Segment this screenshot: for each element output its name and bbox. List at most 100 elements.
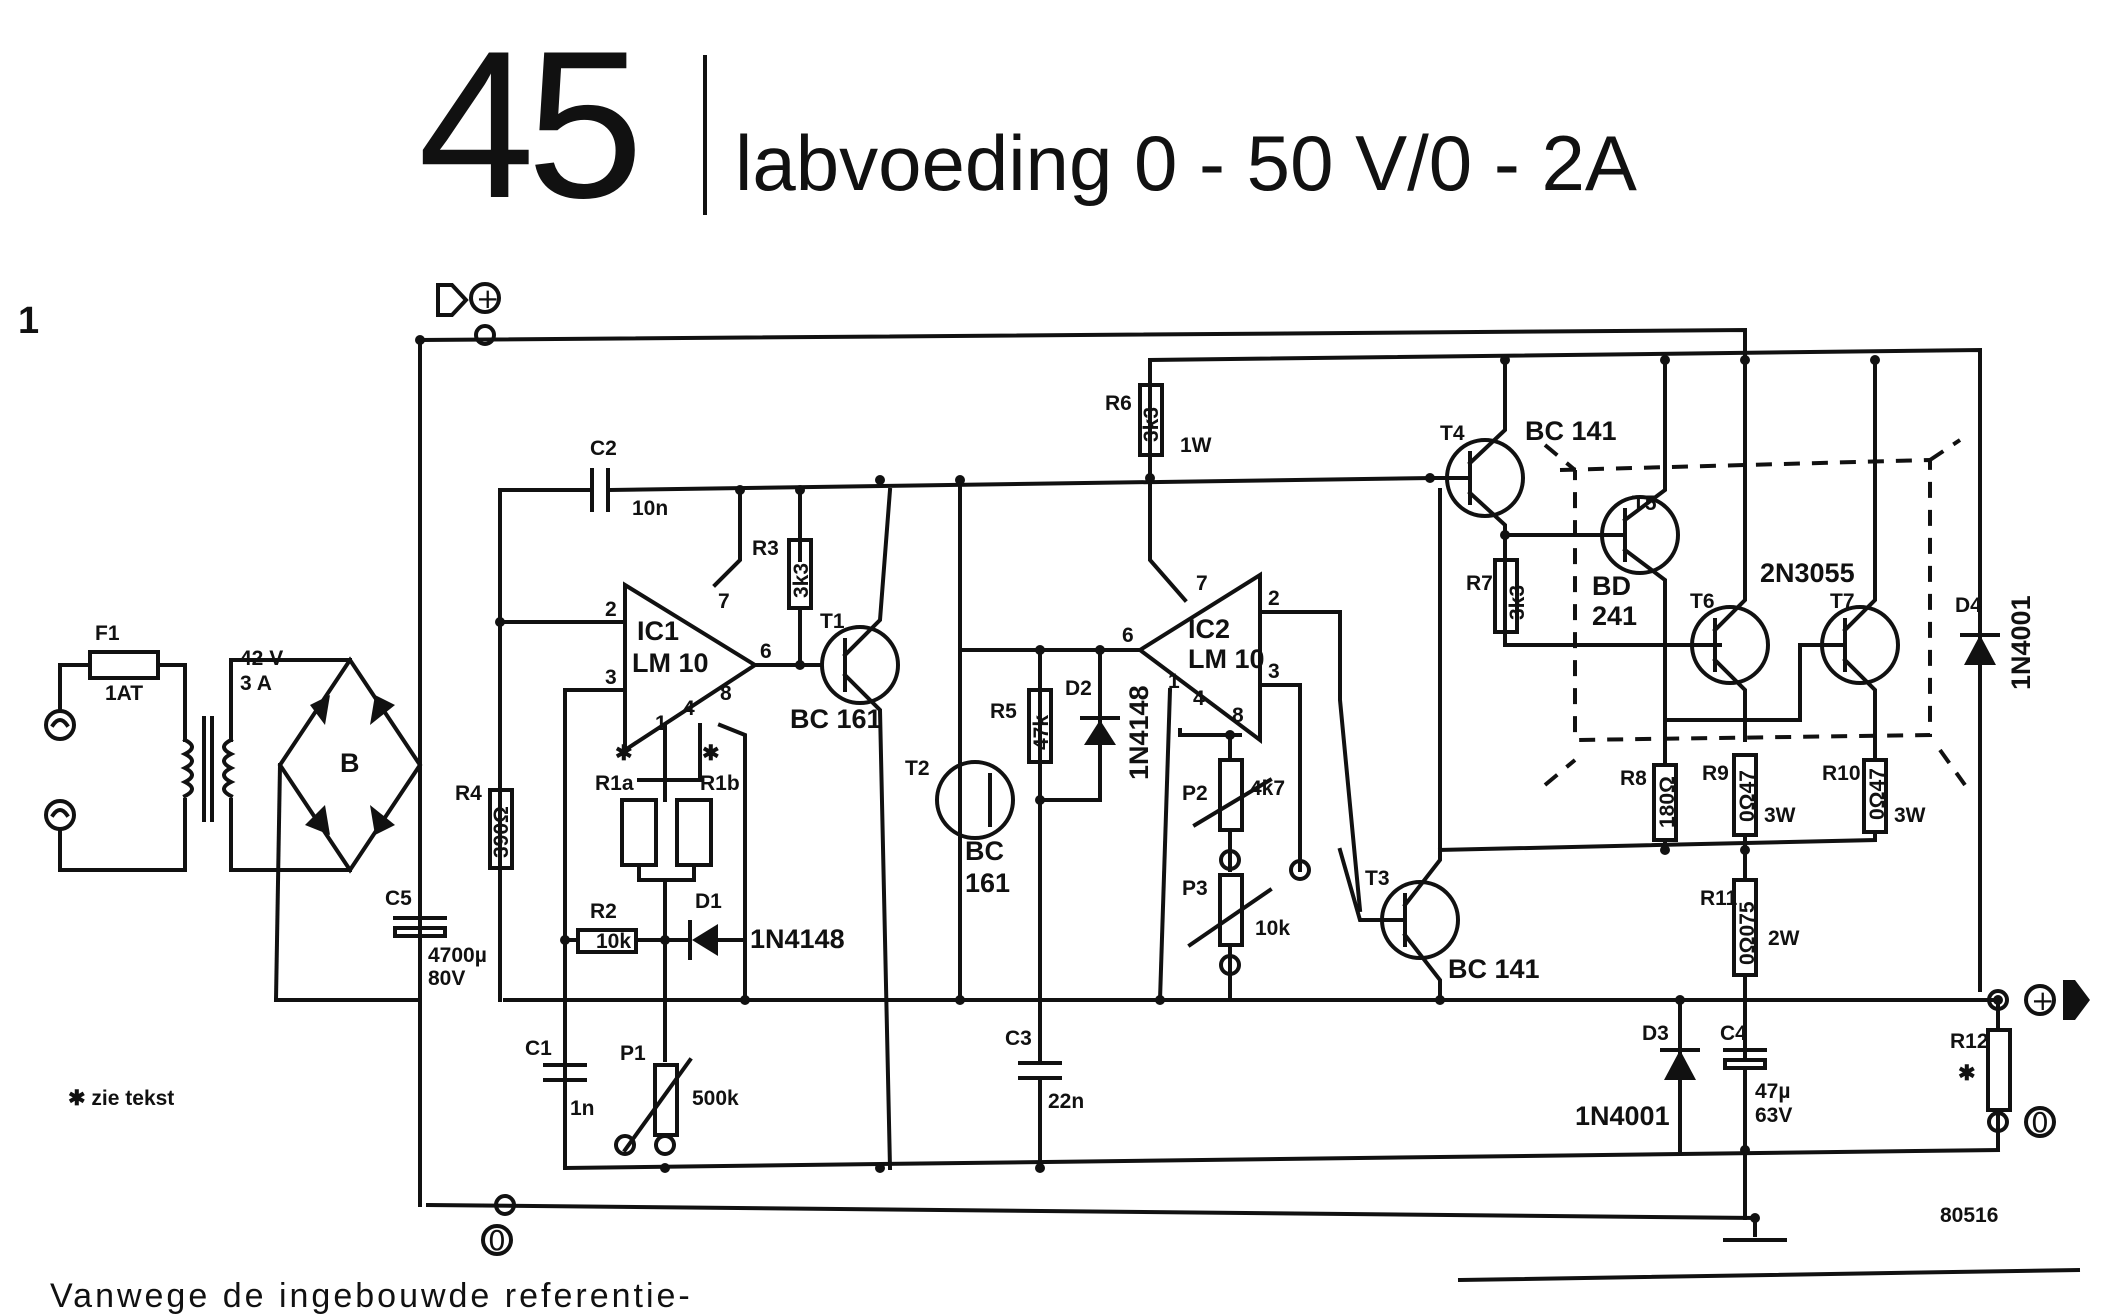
output-zero: 0 <box>2031 1106 2049 1139</box>
c5-capacitor <box>393 916 447 1207</box>
r6-value: 3k3 <box>1140 407 1163 442</box>
r7-label: R7 <box>1466 572 1493 595</box>
d1-diode <box>692 924 718 956</box>
d4-diode <box>1964 635 1996 665</box>
p1-value: 500k <box>692 1087 739 1110</box>
input-arrow-icon <box>436 283 469 317</box>
r7-value: 3k3 <box>1506 585 1529 620</box>
input-zero: 0 <box>488 1224 506 1257</box>
t2-type-a: BC <box>965 836 1004 866</box>
c5-value: 4700µ <box>428 944 487 967</box>
c1-value: 1n <box>570 1097 595 1120</box>
f1-label: F1 <box>95 622 120 645</box>
r6-wattage: 1W <box>1180 434 1212 457</box>
r6-resistor <box>1138 383 1164 457</box>
t2-section <box>935 476 1142 1170</box>
c5-voltage: 80V <box>428 967 465 990</box>
t5-type-b: 241 <box>1592 601 1637 631</box>
t4-label: T4 <box>1440 422 1465 445</box>
c3-label: C3 <box>1005 1027 1032 1050</box>
d4-label: D4 <box>1955 594 1982 617</box>
d1-label: D1 <box>695 890 722 913</box>
r12-resistor <box>1986 1028 2012 1112</box>
ic2-section <box>1136 347 1982 1003</box>
r4-resistor <box>488 788 514 870</box>
r9-value: 0Ω47 <box>1736 770 1759 822</box>
title-divider <box>703 55 707 215</box>
ic2-pin8: 8 <box>1232 704 1244 727</box>
r1a-star: ✱ <box>615 742 633 765</box>
r12-star: ✱ <box>1958 1062 1976 1085</box>
r5-label: R5 <box>990 700 1017 723</box>
c5-label: C5 <box>385 887 412 910</box>
r2-value: 10k <box>596 930 631 953</box>
r2-label: R2 <box>590 900 617 923</box>
ic1-pin6: 6 <box>760 640 772 663</box>
p1-potentiometer <box>653 1063 679 1137</box>
r10-label: R10 <box>1822 762 1861 785</box>
junctions <box>415 335 2003 1223</box>
c3-value: 22n <box>1048 1090 1084 1113</box>
c2-label: C2 <box>590 437 617 460</box>
ic2-pin7: 7 <box>1196 572 1208 595</box>
p3-label: P3 <box>1182 877 1208 900</box>
t5-label: T5 <box>1632 492 1657 515</box>
r1b-resistor <box>675 798 713 867</box>
r1a-label: R1a <box>595 772 634 795</box>
t4-type: BC 141 <box>1525 416 1617 446</box>
ic1-pin4: 4 <box>683 697 695 720</box>
ic1-label: IC1 <box>637 616 679 646</box>
f1-value: 1AT <box>105 682 143 705</box>
r11-value: 0Ω075 <box>1736 901 1759 965</box>
t6-t7-type: 2N3055 <box>1760 558 1855 588</box>
d1-type: 1N4148 <box>750 924 845 954</box>
c4-label: C4 <box>1720 1022 1747 1045</box>
d2-type: 1N4148 <box>1124 685 1154 780</box>
r9-wattage: 3W <box>1764 804 1796 827</box>
ic2-pin2: 2 <box>1268 587 1280 610</box>
output-plus: + <box>2031 984 2054 1017</box>
t1-label: T1 <box>820 610 845 633</box>
r4-value: 390Ω <box>490 806 513 858</box>
r7-resistor <box>1493 558 1519 634</box>
t1-transistor <box>820 625 900 705</box>
d3-type: 1N4001 <box>1575 1101 1670 1131</box>
d3-label: D3 <box>1642 1022 1669 1045</box>
c1-label: C1 <box>525 1037 552 1060</box>
t1-type: BC 161 <box>790 704 882 734</box>
output-arrow-icon <box>2063 980 2090 1020</box>
ic2-opamp <box>1136 571 1262 744</box>
p2-value: 4k7 <box>1250 777 1285 800</box>
d2-diode <box>1084 720 1116 745</box>
t7-label: T7 <box>1830 590 1855 613</box>
r1b-star: ✱ <box>702 742 720 765</box>
t3-type: BC 141 <box>1448 954 1540 984</box>
input-plus: + <box>476 282 499 315</box>
r8-value: 180Ω <box>1656 776 1679 828</box>
c4-value: 47µ <box>1755 1080 1790 1103</box>
ic1-pin7: 7 <box>718 590 730 613</box>
ic2-pin3: 3 <box>1268 660 1280 683</box>
r5-resistor <box>1027 688 1053 764</box>
r6-label: R6 <box>1105 392 1132 415</box>
r11-wattage: 2W <box>1768 927 1800 950</box>
r4-label: R4 <box>455 782 482 805</box>
drawing-code: 80516 <box>1940 1204 1998 1227</box>
d4-type: 1N4001 <box>2006 595 2036 690</box>
r1b-label: R1b <box>700 772 740 795</box>
t6-label: T6 <box>1690 590 1715 613</box>
r1a-resistor <box>620 798 658 867</box>
c2-value: 10n <box>632 497 668 520</box>
c4-voltage: 63V <box>1755 1104 1792 1127</box>
ic1-pin2: 2 <box>605 598 617 621</box>
figure-number: 1 <box>18 300 40 342</box>
t2-type-b: 161 <box>965 868 1010 898</box>
r5-value: 47k <box>1030 715 1053 750</box>
r10-value: 0Ω47 <box>1866 768 1889 820</box>
ic2-type: LM 10 <box>1188 644 1265 674</box>
ic1-pin3: 3 <box>605 666 617 689</box>
article-number: 45 <box>418 7 644 242</box>
r9-label: R9 <box>1702 762 1729 785</box>
